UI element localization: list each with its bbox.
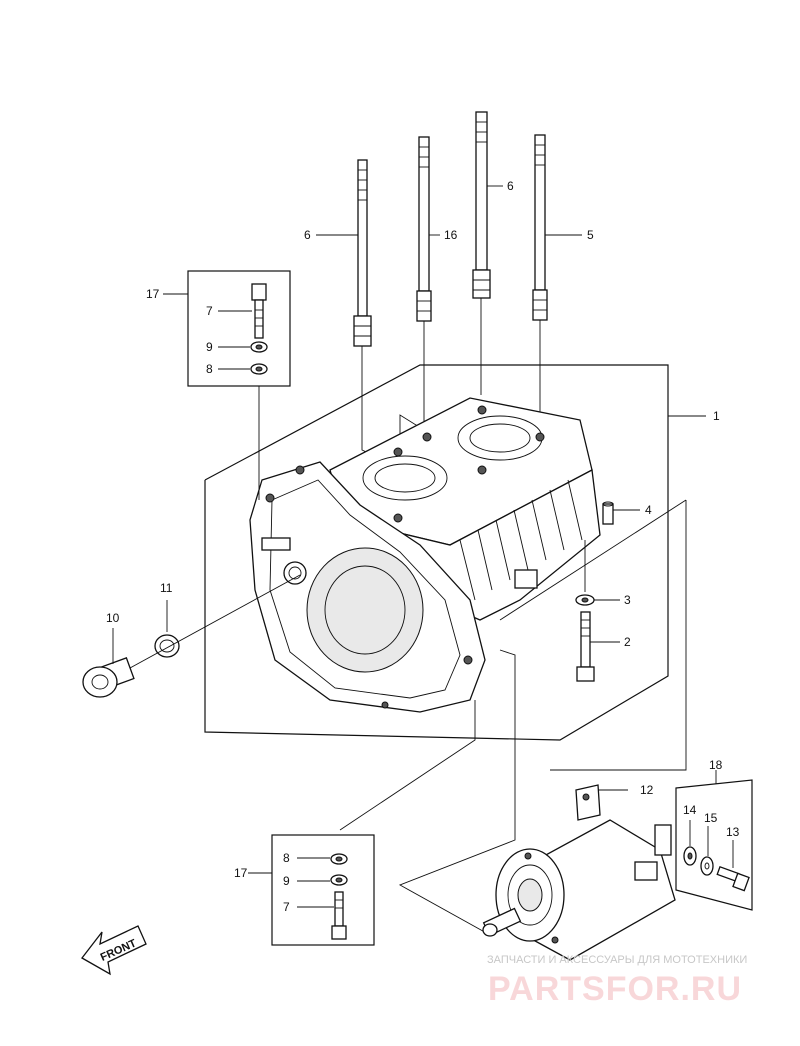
- starter-terminal-kit: [675, 770, 753, 911]
- drain-leader: [129, 574, 301, 669]
- callout-17-lower: 17: [234, 866, 248, 880]
- callout-15: 15: [704, 811, 718, 825]
- callout-7-lower: 7: [283, 900, 290, 914]
- callout-9-upper: 9: [206, 340, 213, 354]
- callout-11: 11: [160, 581, 173, 595]
- o-ring: [154, 634, 180, 658]
- crankcase-body: [249, 397, 601, 713]
- callout-9-lower: 9: [283, 874, 290, 888]
- callout-4: 4: [645, 503, 652, 517]
- bolt-2: [576, 611, 595, 682]
- starter-mount-leaders: [339, 499, 687, 936]
- stud-right: [532, 134, 548, 321]
- callout-8-lower: 8: [283, 851, 290, 865]
- callout-12: 12: [640, 783, 654, 797]
- hardware-kit-upper: [163, 270, 291, 500]
- watermark: ЗАПЧАСТИ И АКСЕССУАРЫ ДЛЯ МОТОТЕХНИКИ PA…: [487, 954, 747, 1008]
- hardware-kit-lower: [248, 834, 375, 946]
- callout-13: 13: [726, 825, 740, 839]
- callout-leaders: [316, 185, 706, 643]
- stud-center-left: [416, 136, 432, 322]
- watermark-tagline: ЗАПЧАСТИ И АКСЕССУАРЫ ДЛЯ МОТОТЕХНИКИ: [487, 954, 747, 966]
- stud-left: [353, 159, 372, 347]
- starter-bracket: [575, 784, 628, 821]
- callout-16: 16: [444, 228, 458, 242]
- callout-1: 1: [713, 409, 720, 423]
- washer-3: [575, 594, 595, 606]
- callout-2: 2: [624, 635, 631, 649]
- callout-labels: 1 2 3 4 5 6 6 16 17 7 9 8 10 11 12 18 14…: [106, 179, 740, 914]
- callout-6-right: 6: [507, 179, 514, 193]
- callout-14: 14: [683, 803, 697, 817]
- callout-10: 10: [106, 611, 120, 625]
- callout-5: 5: [587, 228, 594, 242]
- front-direction-arrow: FRONT: [81, 925, 147, 976]
- starter-motor: [482, 819, 676, 961]
- watermark-brand: PARTSFOR.RU: [488, 970, 742, 1008]
- callout-3: 3: [624, 593, 631, 607]
- dowel-pin: [602, 501, 614, 525]
- callout-17-upper: 17: [146, 287, 160, 301]
- drain-plug: [82, 657, 135, 698]
- stud-center-right: [472, 111, 491, 299]
- callout-7-upper: 7: [206, 304, 213, 318]
- callout-18: 18: [709, 758, 723, 772]
- crankcase-group-outline: [204, 364, 669, 741]
- callout-6-left: 6: [304, 228, 311, 242]
- callout-8-upper: 8: [206, 362, 213, 376]
